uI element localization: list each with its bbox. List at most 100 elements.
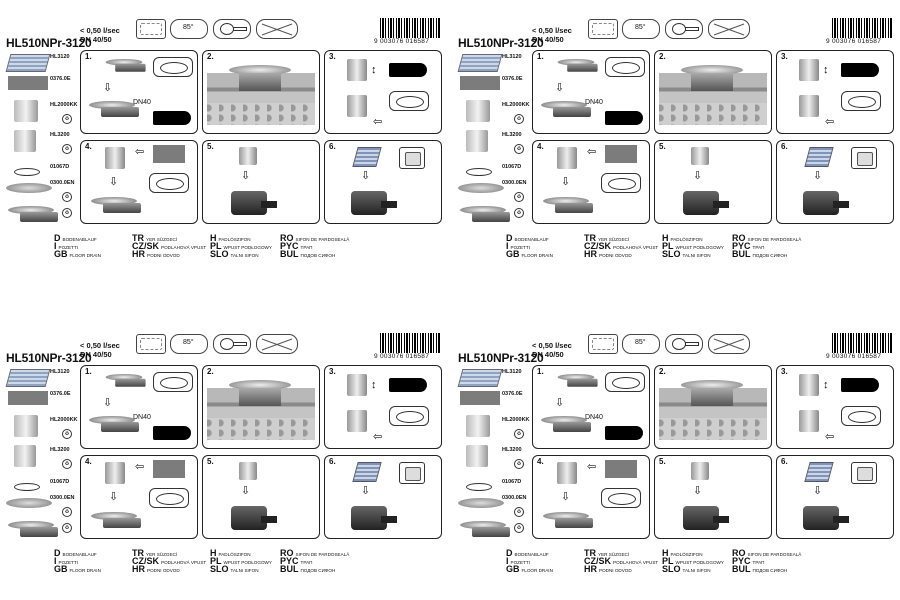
part-label: HL3200	[502, 132, 522, 138]
arrow-updown-icon: ↕	[371, 64, 377, 76]
ean-number: 9 003076 016587	[826, 38, 882, 45]
part-item: HL3200♻	[4, 130, 78, 154]
language-code: H	[662, 233, 669, 243]
arrow-down-icon: ⇩	[241, 485, 251, 497]
language-code: PL	[662, 241, 674, 251]
step-number: 6.	[781, 142, 788, 151]
ean-number: 9 003076 016587	[374, 38, 430, 45]
step-number: 3.	[781, 367, 788, 376]
recycle-icon: ♻	[62, 459, 72, 469]
part-label: 0300.0EN	[50, 180, 75, 186]
part-item: 0300.0EN♻	[456, 178, 530, 202]
step-number: 3.	[329, 367, 336, 376]
arrow-left-icon: ⇦	[587, 461, 597, 473]
language-code: PL	[210, 556, 222, 566]
step-panel-3: 3. ↕ ⇦	[324, 365, 442, 449]
language-code: SLO	[210, 564, 229, 574]
part-label: HL2000KK	[502, 417, 530, 423]
recycle-icon: ♻	[514, 507, 524, 517]
angle-label: 85°	[183, 339, 194, 346]
language-text: POZETTI	[58, 560, 78, 565]
part-label: 01067D	[502, 479, 522, 485]
step-panel-2: 2.	[202, 365, 320, 449]
recycle-icon: ♻	[62, 429, 72, 439]
step-number: 6.	[781, 457, 788, 466]
ean-number: 9 003076 016587	[826, 353, 882, 360]
language-text: YER SÜZGECİ	[598, 552, 630, 557]
part-item: 0376.0E	[4, 74, 78, 96]
part-item: HL3120	[4, 52, 78, 74]
arrow-down-icon: ⇩	[813, 485, 823, 497]
step-panel-3: 3. ↕ ⇦	[776, 50, 894, 134]
part-item: HL3120	[4, 367, 78, 389]
language-text: PODLAHOVÁ VPUST	[161, 560, 207, 565]
arrow-left-icon: ⇦	[135, 461, 145, 473]
instruction-sheet: HL510NPr-3120 < 0,50 l/sec DN 40/50 85° …	[4, 331, 444, 600]
language-code: HR	[584, 249, 597, 259]
language-text: FLOOR DRAIN	[69, 568, 101, 573]
step-panel-2: 2.	[202, 50, 320, 134]
language-code: I	[54, 241, 57, 251]
language-code: BUL	[732, 564, 751, 574]
step-number: 5.	[659, 457, 666, 466]
arrow-down-icon: ⇩	[103, 82, 113, 94]
language-text: ТРАП	[300, 245, 313, 250]
language-text: POZETTI	[510, 560, 530, 565]
language-code: H	[662, 548, 669, 558]
part-item: HL2000KK♻	[4, 100, 78, 124]
language-code: H	[210, 233, 217, 243]
language-text: PODLAHOVÁ VPUST	[161, 245, 207, 250]
language-code: PL	[662, 556, 674, 566]
part-item: HL3200♻	[4, 445, 78, 469]
step-number: 3.	[781, 52, 788, 61]
language-code: CZ/SK	[584, 241, 611, 251]
language-code: PYC	[280, 241, 299, 251]
language-text: TALNI SIFON	[230, 253, 259, 258]
arrow-down-icon: ⇩	[241, 170, 251, 182]
language-code: I	[506, 241, 509, 251]
language-text: SIFON DE PARDOSEALĂ	[295, 237, 350, 242]
part-item: ♻	[456, 517, 530, 539]
step-panel-1: 1. ⇩ DN40	[80, 50, 198, 134]
part-label: HL3120	[50, 54, 70, 60]
product-code: HL510NPr-3120	[6, 351, 92, 365]
step-number: 2.	[659, 367, 666, 376]
arrow-down-icon: ⇩	[109, 491, 119, 503]
dn-size: DN 40/50	[80, 35, 112, 44]
language-text: WPUST PODŁOGOWY	[223, 245, 272, 250]
angle-pictogram: 85°	[170, 334, 208, 354]
arrow-down-icon: ⇩	[813, 170, 823, 182]
step-number: 1.	[537, 367, 544, 376]
language-text: BODENABLAUF	[514, 237, 549, 242]
language-code: GB	[506, 564, 520, 574]
product-code: HL510NPr-3120	[458, 351, 544, 365]
part-label: 01067D	[502, 164, 522, 170]
angle-pictogram: 85°	[170, 19, 208, 39]
step-panel-4: 4. ⇦ ⇩	[532, 455, 650, 539]
part-item: 0376.0E	[456, 74, 530, 96]
recycle-icon: ♻	[514, 429, 524, 439]
dn40-label: DN40	[585, 414, 603, 421]
barcode	[832, 333, 892, 353]
language-code: RO	[280, 233, 294, 243]
language-text: WPUST PODŁOGOWY	[223, 560, 272, 565]
step-number: 4.	[537, 457, 544, 466]
part-item: 0300.0EN♻	[456, 493, 530, 517]
part-item: 0376.0E	[4, 389, 78, 411]
